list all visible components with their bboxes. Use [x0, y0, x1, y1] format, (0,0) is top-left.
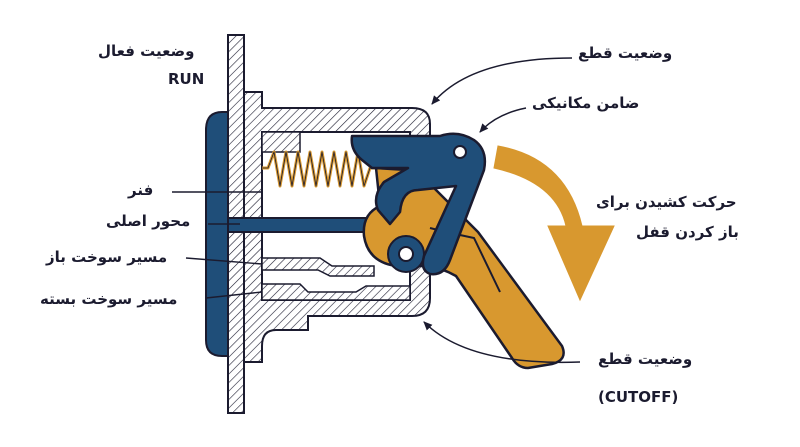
pull-motion-label-line1: حرکت کشیدن برای [596, 193, 737, 211]
open-fuel-channel [261, 257, 375, 277]
arrow-latch [479, 107, 527, 133]
cutoff-lever [362, 166, 565, 370]
cutoff-code-label: (CUTOFF) [598, 388, 679, 406]
arrow-cutoff-bottom [423, 321, 581, 364]
latch-pin [453, 145, 467, 159]
closed-fuel-path-label: مسیر سوخت بسته [40, 290, 178, 308]
lever-pivot-pin [398, 246, 414, 262]
main-shaft-label: محور اصلی [106, 212, 191, 230]
spring-label: فنر [128, 181, 154, 199]
mechanical-guarantor-label: ضامن مکانیکی [532, 94, 640, 112]
run-state-label: وضعیت فعال [98, 42, 195, 60]
closed-fuel-channel [261, 283, 411, 301]
leader-open-path [185, 257, 263, 265]
inner-ledge [261, 131, 301, 153]
navy-cover [205, 111, 229, 357]
run-code-label: RUN [168, 70, 205, 88]
leader-closed-path [205, 291, 263, 299]
cutoff-top-label: وضعیت قطع [578, 44, 673, 62]
pull-motion-label-line2: باز کردن قفل [636, 223, 739, 241]
cutoff-bottom-label: وضعیت قطع [598, 350, 693, 368]
pull-motion-arrow [493, 145, 615, 302]
mechanical-latch [350, 132, 487, 276]
spring-coil-outline [262, 151, 378, 187]
open-fuel-path-label: مسیر سوخت باز [46, 248, 168, 266]
arrow-cutoff-top [431, 57, 573, 105]
